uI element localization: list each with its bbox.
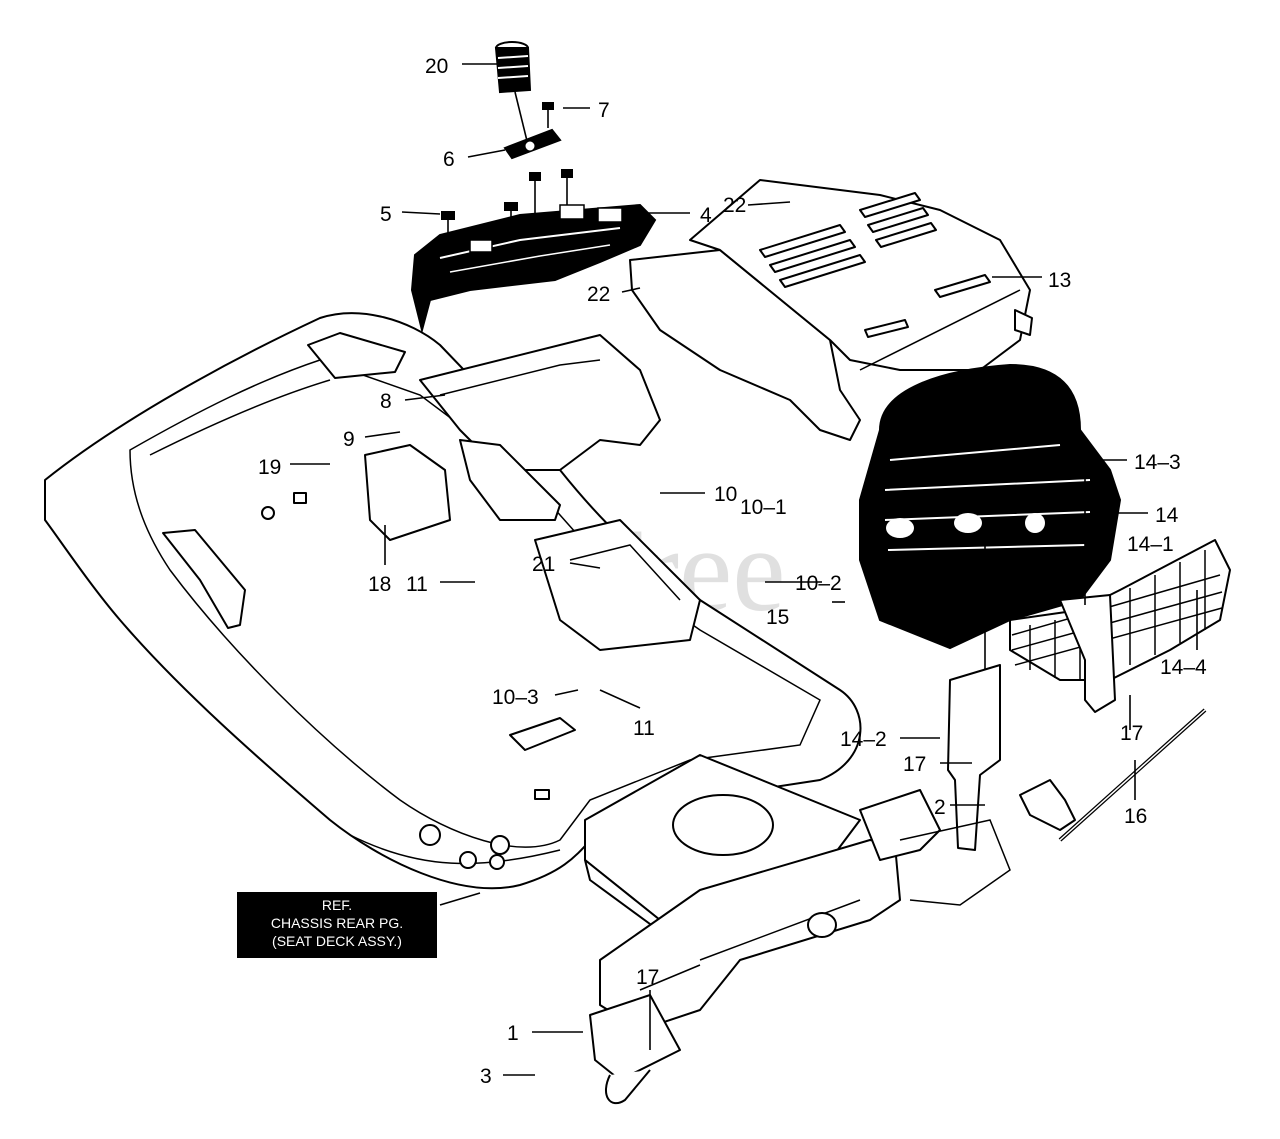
callout-16: 16 [1124,805,1147,828]
callout-7: 7 [598,99,610,122]
callout-18: 18 [368,573,391,596]
callout-14-3: 14–3 [1134,451,1181,474]
callout-14: 14 [1155,504,1179,527]
steering-boot-spring [494,41,532,146]
hood [859,363,1122,650]
callout-22-mid: 22 [587,283,610,306]
callout-8: 8 [380,390,392,413]
callout-19: 19 [258,456,281,479]
callout-10-1: 10–1 [740,496,787,519]
callout-6: 6 [443,148,455,171]
callout-10-3: 10–3 [492,686,539,709]
dash-panel [410,203,657,334]
column-support-bracket [364,334,701,651]
callout-14-2: 14–2 [840,728,887,751]
screws-top [441,102,573,250]
callout-14-4: 14–4 [1160,656,1207,679]
callout-14-1: 14–1 [1127,533,1174,556]
callout-5: 5 [380,203,392,226]
callout-13: 13 [1048,269,1071,292]
callout-17-bottom: 17 [636,966,659,989]
seat-deck-body [44,312,862,890]
reference-note-line3: (SEAT DECK ASSY.) [272,933,402,949]
callout-10: 10 [714,483,737,506]
callout-11-left: 11 [406,573,428,596]
callout-20: 20 [425,55,448,78]
front-frame [584,754,1011,1105]
shroud-vents [759,192,991,338]
callout-10-2: 10–2 [795,572,842,595]
reference-note-line1: REF. [321,897,353,913]
callout-3: 3 [480,1065,492,1088]
mounting-plate [503,128,562,160]
callout-22-top: 22 [723,194,746,217]
callout-21: 21 [532,553,555,576]
reference-note-line2: CHASSIS REAR PG. [270,915,404,931]
callout-11-right: 11 [633,717,655,740]
callout-labels: 20 7 6 5 4 22 13 22 8 9 19 10 10–1 14–3 … [258,55,1207,1088]
dash-shroud [629,179,1033,441]
callout-2: 2 [934,796,946,819]
reference-note: REF. CHASSIS REAR PG. (SEAT DECK ASSY.) [237,892,437,958]
callout-17-mid: 17 [903,753,926,776]
callout-4: 4 [700,204,712,227]
callout-17-right: 17 [1120,722,1143,745]
leader-lines [290,63,1198,1076]
callout-1: 1 [507,1022,519,1045]
callout-15: 15 [766,606,789,629]
hood-pivot-rod [1019,708,1207,842]
callout-9: 9 [343,428,355,451]
hood-brackets [947,465,1116,851]
